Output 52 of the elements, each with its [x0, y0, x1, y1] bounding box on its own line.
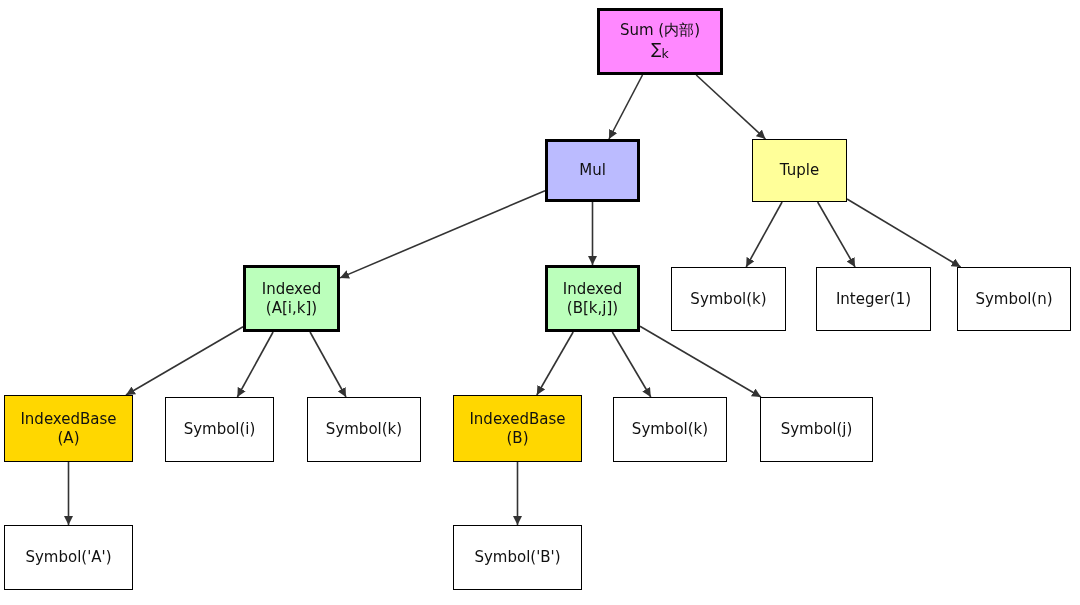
- node-label: Indexed: [261, 279, 322, 299]
- node-label: Symbol(k): [325, 420, 403, 439]
- symbol-node: [957, 267, 1071, 331]
- node-label: ∑$_{k}$: [651, 39, 669, 63]
- arrow: [846, 198, 962, 268]
- node-label: Integer(1): [835, 289, 912, 309]
- indexed-base-node: [453, 395, 582, 462]
- symbol-node: [307, 397, 421, 462]
- arrow: [236, 331, 274, 398]
- node-label: (B[k,j]): [566, 298, 619, 318]
- node-label: Symbol(n): [975, 289, 1053, 309]
- symbol-node: [453, 525, 582, 590]
- arrow: [639, 325, 762, 398]
- sum-node: [597, 8, 723, 75]
- node-label: Symbol('B'): [474, 548, 561, 567]
- node-label: Symbol(i): [183, 420, 256, 439]
- arrow: [513, 461, 522, 526]
- indexed-node: [545, 265, 640, 332]
- tuple-node: [752, 139, 847, 202]
- symbol-node: [165, 397, 274, 462]
- symbol-node: [671, 267, 786, 331]
- arrow: [588, 201, 597, 266]
- arrow: [339, 189, 546, 279]
- node-label: Sum (内部): [619, 20, 701, 40]
- arrow: [695, 74, 767, 140]
- node-label: Symbol(j): [780, 420, 853, 439]
- arrow: [816, 201, 856, 268]
- symbol-node: [760, 397, 873, 462]
- mul-node: [545, 139, 640, 202]
- node-label: (A): [57, 428, 80, 448]
- node-label: Mul: [579, 161, 606, 180]
- indexed-base-node: [4, 395, 133, 462]
- node-label: IndexedBase: [469, 409, 566, 429]
- arrow: [536, 331, 574, 396]
- node-label: Tuple: [779, 161, 820, 180]
- arrow: [611, 331, 652, 398]
- node-label: (B): [506, 428, 529, 448]
- node-label: Symbol(k): [631, 420, 709, 439]
- arrow: [125, 325, 244, 396]
- node-label: Indexed: [562, 279, 623, 299]
- node-label: (A[i,k]): [265, 298, 318, 318]
- arrow: [309, 331, 347, 398]
- node-label: Symbol('A'): [25, 548, 112, 567]
- node-label: IndexedBase: [20, 409, 117, 429]
- symbol-node: [613, 397, 727, 462]
- integer-node: [816, 267, 931, 331]
- arrow: [608, 74, 644, 140]
- arrow: [64, 461, 73, 526]
- symbol-node: [4, 525, 133, 590]
- node-label: Symbol(k): [690, 289, 767, 309]
- indexed-node: [243, 265, 340, 332]
- arrow: [745, 201, 783, 268]
